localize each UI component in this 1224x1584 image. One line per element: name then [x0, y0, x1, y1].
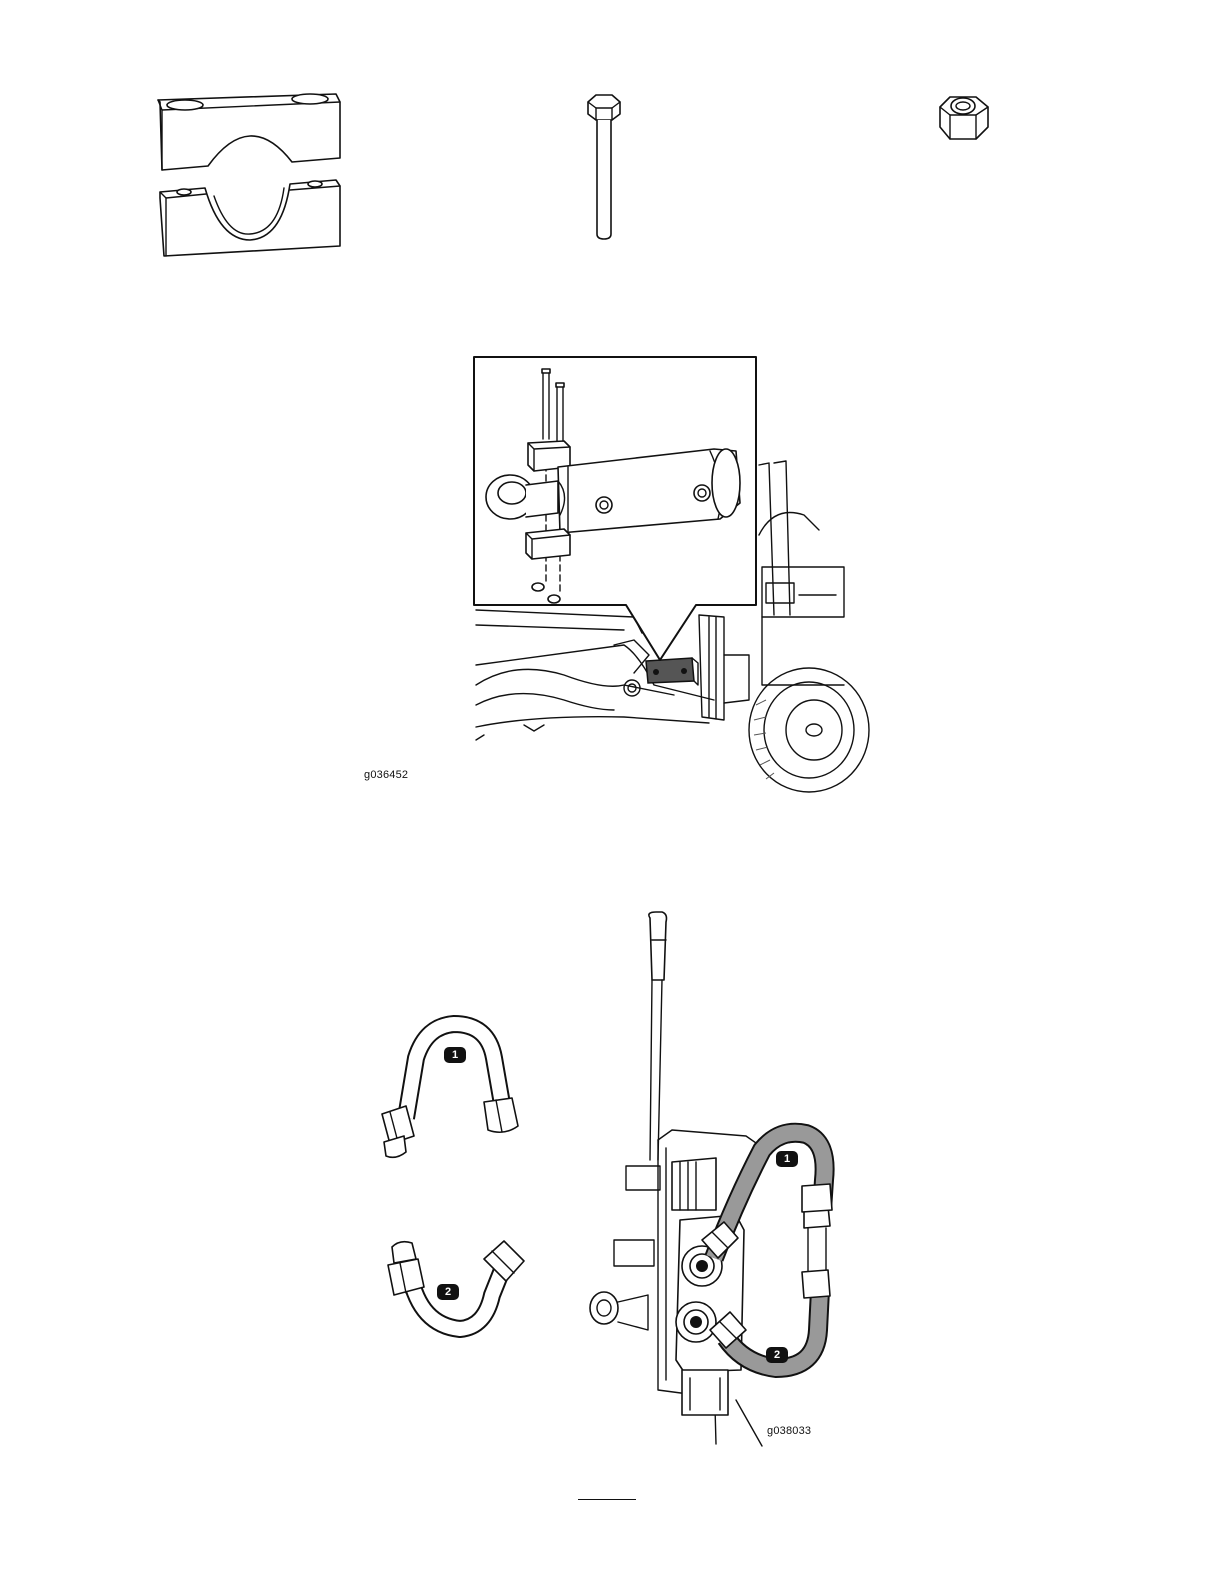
- bolt-illustration: [584, 92, 624, 242]
- machine-frame-illustration: [474, 355, 850, 795]
- figure-label-g036452: g036452: [364, 769, 408, 781]
- clamp-block-illustration: [150, 88, 350, 263]
- page-footer-rule: [578, 1499, 636, 1500]
- callout-valve-tube-1: 1: [776, 1151, 798, 1167]
- nut-illustration: [936, 93, 992, 145]
- callout-valve-tube-2: 2: [766, 1347, 788, 1363]
- callout-tube-2: 2: [437, 1284, 459, 1300]
- figure-label-g038033: g038033: [767, 1425, 811, 1437]
- tube-1-illustration: [374, 1018, 534, 1168]
- callout-tube-1: 1: [444, 1047, 466, 1063]
- valve-assembly-illustration: [576, 910, 836, 1455]
